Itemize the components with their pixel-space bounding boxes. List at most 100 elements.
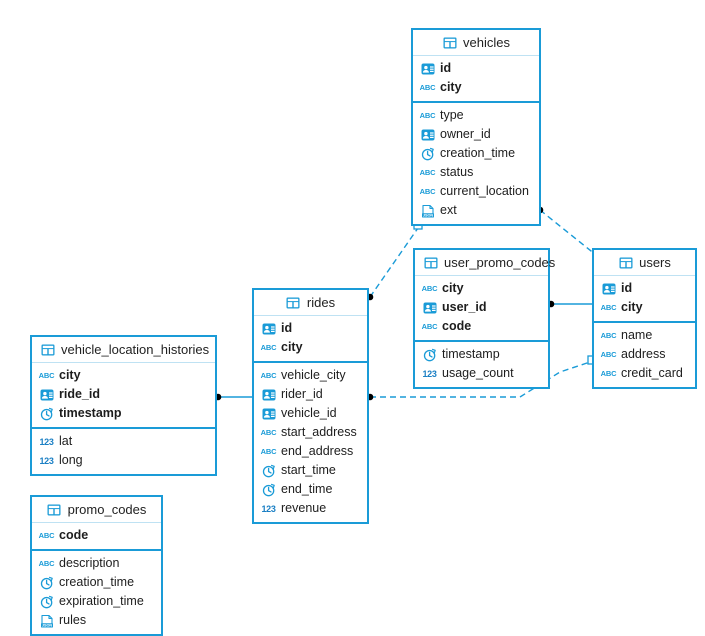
field-name: start_time [281, 463, 336, 478]
field-row[interactable]: id [254, 319, 367, 338]
field-name: creation_time [440, 146, 516, 161]
field-name: creation_time [59, 575, 135, 590]
relation-vlh-to-rides [214, 393, 252, 401]
field-row[interactable]: creation_time [413, 144, 539, 163]
field-name: credit_card [621, 366, 683, 381]
abc-icon: ABC [260, 447, 277, 456]
field-row[interactable]: id [413, 59, 539, 78]
field-name: city [442, 281, 464, 296]
clock-icon [39, 406, 54, 421]
table-grid-icon [618, 255, 633, 270]
abc-icon: ABC [419, 168, 436, 177]
123-icon: 123 [261, 503, 276, 514]
table-header[interactable]: rides [254, 290, 367, 316]
field-row[interactable]: ABC city [32, 366, 215, 385]
abc-icon: ABC [38, 371, 55, 380]
table-header[interactable]: vehicles [413, 30, 539, 56]
table-title: users [639, 255, 671, 270]
field-row[interactable]: start_time [254, 461, 367, 480]
field-name: city [281, 340, 303, 355]
field-row[interactable]: timestamp [32, 404, 215, 423]
field-name: description [59, 556, 120, 571]
abc-icon: ABC [600, 303, 617, 312]
primary-key-group: ABC code [32, 523, 161, 551]
svg-text:JSON: JSON [41, 623, 52, 627]
column-group: timestamp 123 usage_count [415, 342, 548, 387]
field-name: code [59, 528, 89, 543]
field-row[interactable]: user_id [415, 298, 548, 317]
field-row[interactable]: expiration_time [32, 592, 161, 611]
field-row[interactable]: ABC code [32, 526, 161, 545]
field-name: usage_count [442, 366, 514, 381]
table-header[interactable]: users [594, 250, 695, 276]
abc-icon: ABC [38, 531, 55, 540]
field-row[interactable]: timestamp [415, 345, 548, 364]
field-row[interactable]: owner_id [413, 125, 539, 144]
abc-icon: ABC [260, 343, 277, 352]
id-card-icon [261, 406, 276, 421]
field-name: vehicle_city [281, 368, 346, 383]
field-name: lat [59, 434, 73, 449]
field-row[interactable]: JSON ext [413, 201, 539, 220]
field-name: ext [440, 203, 457, 218]
field-row[interactable]: creation_time [32, 573, 161, 592]
field-row[interactable]: end_time [254, 480, 367, 499]
field-name: id [621, 281, 633, 296]
field-row[interactable]: rider_id [254, 385, 367, 404]
clock-icon [261, 482, 276, 497]
abc-icon: ABC [419, 111, 436, 120]
table-header[interactable]: vehicle_location_histories [32, 337, 215, 363]
svg-text:JSON: JSON [422, 213, 433, 217]
field-row[interactable]: 123 usage_count [415, 364, 548, 383]
field-row[interactable]: vehicle_id [254, 404, 367, 423]
clock-icon [420, 146, 435, 161]
field-name: city [621, 300, 643, 315]
table-header[interactable]: user_promo_codes [415, 250, 555, 276]
field-row[interactable]: ABC city [254, 338, 367, 357]
table-header[interactable]: promo_codes [32, 497, 161, 523]
field-name: city [59, 368, 81, 383]
field-name: code [442, 319, 472, 334]
relation-upc-to-users [547, 300, 592, 308]
table-title: promo_codes [67, 502, 147, 517]
field-row[interactable]: ride_id [32, 385, 215, 404]
field-row[interactable]: ABC status [413, 163, 539, 182]
abc-icon: ABC [419, 83, 436, 92]
field-name: timestamp [442, 347, 500, 362]
field-row[interactable]: ABC city [594, 298, 695, 317]
field-row[interactable]: id [594, 279, 695, 298]
field-name: status [440, 165, 474, 180]
field-name: expiration_time [59, 594, 144, 609]
field-name: start_address [281, 425, 357, 440]
123-icon: 123 [422, 368, 437, 379]
123-icon: 123 [39, 455, 54, 466]
json-icon: JSON [420, 203, 435, 218]
